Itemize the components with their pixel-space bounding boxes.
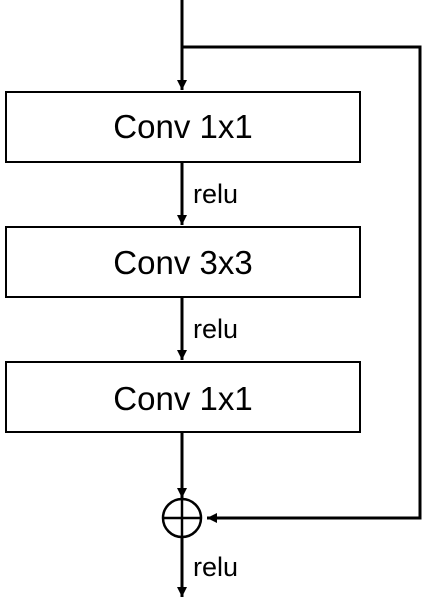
- relu-label-output: relu: [193, 552, 238, 582]
- skip-connection-line: [182, 45, 422, 523]
- conv-block-2-label: Conv 3x3: [113, 244, 252, 281]
- conv-block-1: [5, 91, 361, 163]
- conv-block-3-label: Conv 1x1: [113, 380, 252, 417]
- relu-label-2: relu: [193, 314, 238, 344]
- conv-block-2: [5, 226, 361, 298]
- conv-block-3: [5, 361, 361, 433]
- addition-node-icon: [161, 497, 203, 539]
- conv-block-1-label: Conv 1x1: [113, 108, 252, 145]
- relu-label-1: relu: [193, 179, 238, 209]
